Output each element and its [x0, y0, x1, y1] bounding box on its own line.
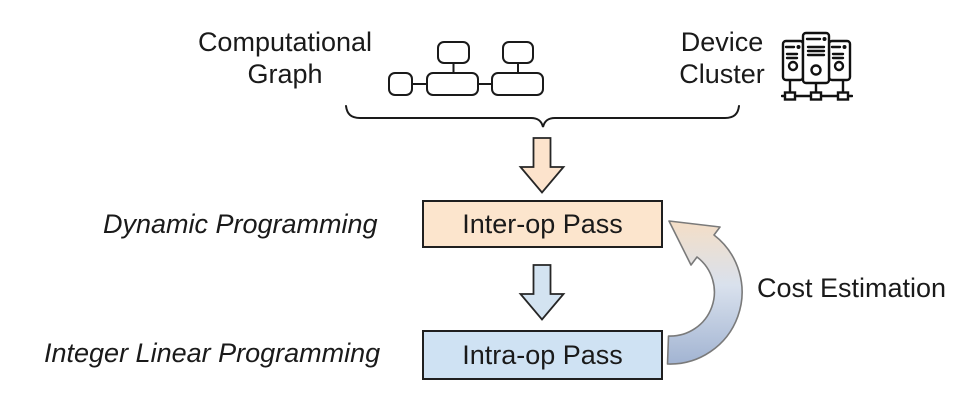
- intra-op-pass-label: Intra-op Pass: [462, 339, 623, 370]
- graph-node: [388, 72, 413, 96]
- dynamic-programming-label: Dynamic Programming: [103, 209, 378, 239]
- brace-icon: [345, 105, 740, 128]
- graph-node: [437, 41, 470, 64]
- graph-node: [426, 72, 479, 96]
- cost-estimation-label: Cost Estimation: [757, 273, 947, 303]
- inter-op-pass-label: Inter-op Pass: [462, 208, 623, 239]
- graph-node: [491, 72, 544, 96]
- device-cluster-label: Device Cluster: [679, 27, 765, 89]
- down-arrow-inputs-icon: [518, 137, 566, 194]
- down-arrow-passes-icon: [518, 264, 566, 321]
- intra-op-pass-box: Intra-op Pass: [422, 330, 663, 380]
- graph-node: [502, 41, 534, 64]
- computational-graph-icon: [388, 41, 544, 96]
- integer-linear-programming-label: Integer Linear Programming: [44, 338, 381, 368]
- computational-graph-label: Computational Graph: [197, 27, 373, 89]
- cost-feedback-arrow-icon: [666, 220, 743, 365]
- server-cluster-icon: [781, 31, 853, 101]
- inter-op-pass-box: Inter-op Pass: [422, 200, 663, 248]
